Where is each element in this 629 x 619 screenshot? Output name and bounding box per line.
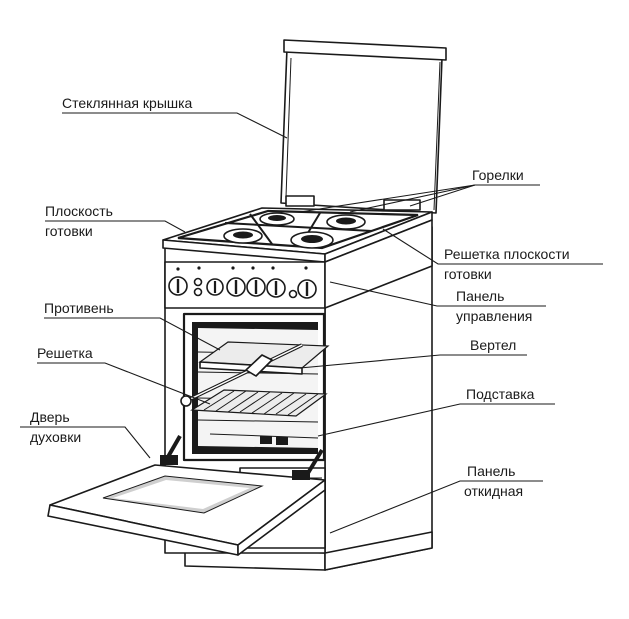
lid-hinge-left — [285, 195, 315, 207]
door-hinge-block — [292, 470, 310, 480]
label-cooking-surface-line1: Плоскость — [45, 203, 113, 219]
glass-lid-right-edge — [433, 61, 441, 211]
leader-rotisserie-spit — [299, 354, 527, 369]
label-glass-lid: Стеклянная крышка — [62, 95, 193, 111]
label-oven-rack: Решетка — [37, 345, 93, 361]
burner-back-left — [259, 212, 295, 226]
label-burners: Горелки — [472, 167, 524, 183]
glass-lid-top-rim — [283, 39, 447, 61]
label-rotisserie-spit: Вертел — [470, 337, 516, 353]
label-support-tray: Подставка — [466, 386, 535, 402]
oven-door-side-edge — [237, 479, 326, 556]
label-cooking-surface-line2: готовки — [45, 223, 93, 239]
cooktop-grate — [177, 209, 419, 250]
label-oven-door-line1: Дверь — [30, 409, 70, 425]
stove-illustration — [47, 39, 447, 571]
knob — [206, 278, 224, 296]
leader-control-panel — [329, 281, 546, 307]
ignition-button — [288, 289, 298, 299]
labels: Стеклянная крышка Горелки Плоскость гото… — [30, 95, 570, 499]
oven-cavity — [180, 312, 330, 462]
label-oven-door-line2: духовки — [30, 429, 81, 445]
leader-baking-tray — [44, 317, 221, 351]
leader-oven-door — [20, 426, 151, 459]
knob — [297, 279, 317, 299]
oven-support-stand — [209, 433, 319, 445]
stove-plinth-side — [324, 531, 433, 571]
rack-wires — [203, 390, 319, 416]
glass-lid-edge — [285, 57, 292, 198]
door-hinge-block — [160, 455, 178, 465]
leader-drop-down-panel — [329, 480, 543, 534]
label-drop-down-panel-line2: откидная — [464, 483, 523, 499]
rotisserie-spit — [180, 343, 303, 407]
label-cooktop-grate-line2: готовки — [444, 266, 492, 282]
control-panel — [164, 219, 433, 309]
control-symbols — [176, 266, 308, 271]
label-drop-down-panel-line1: Панель — [467, 463, 515, 479]
indicator-light — [193, 277, 203, 297]
label-cooktop-grate-line1: Решетка плоскости — [444, 246, 570, 262]
leader-lines — [20, 112, 603, 534]
leader-burner-3 — [299, 184, 476, 213]
knob — [266, 278, 286, 298]
label-baking-tray: Противень — [44, 300, 114, 316]
spit-handle — [180, 395, 192, 407]
leader-cooking-surface — [45, 220, 186, 233]
leader-oven-rack — [37, 362, 211, 405]
leader-cooktop-grate — [382, 228, 603, 265]
burner-front-right — [290, 231, 334, 249]
oven-door-window-glass — [113, 480, 250, 509]
spit-fork — [245, 354, 273, 377]
glass-lid — [280, 39, 447, 214]
oven-rack — [190, 389, 328, 417]
knob — [226, 277, 246, 297]
leader-glass-lid — [62, 112, 288, 139]
control-panel-side — [324, 219, 433, 309]
oven-door — [47, 435, 326, 556]
glass-lid-panel — [280, 47, 443, 214]
knob — [168, 276, 188, 296]
knob — [246, 277, 266, 297]
label-control-panel-line2: управления — [456, 308, 532, 324]
label-control-panel-line1: Панель — [456, 288, 504, 304]
grate-frame — [177, 209, 419, 250]
grate-bar — [249, 213, 273, 245]
burner-back-right — [326, 214, 366, 230]
burner-front-left — [223, 228, 263, 244]
leader-support-tray — [317, 403, 555, 437]
leader-burner-2 — [349, 184, 476, 213]
